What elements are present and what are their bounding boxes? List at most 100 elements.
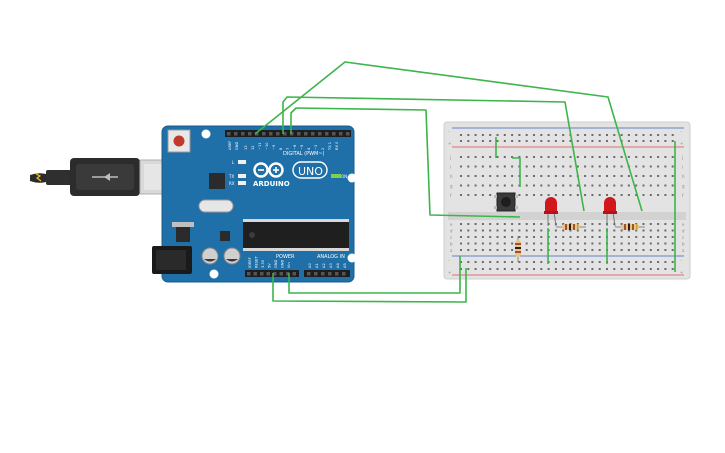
- breadboard-hole[interactable]: [474, 140, 477, 142]
- breadboard-hole[interactable]: [474, 165, 477, 168]
- breadboard-hole[interactable]: [664, 229, 667, 232]
- breadboard-hole[interactable]: [584, 134, 587, 136]
- breadboard-hole[interactable]: [481, 261, 484, 263]
- breadboard-hole[interactable]: [598, 249, 601, 251]
- breadboard-hole[interactable]: [474, 156, 477, 158]
- breadboard-hole[interactable]: [467, 268, 470, 270]
- breadboard-hole[interactable]: [569, 175, 572, 177]
- breadboard-hole[interactable]: [591, 229, 594, 232]
- header-pin[interactable]: [318, 132, 322, 136]
- breadboard-hole[interactable]: [584, 223, 587, 225]
- header-pin[interactable]: [248, 132, 252, 136]
- breadboard-hole[interactable]: [533, 184, 535, 187]
- breadboard-hole[interactable]: [511, 249, 514, 251]
- breadboard-hole[interactable]: [518, 194, 521, 196]
- breadboard-hole[interactable]: [554, 175, 557, 177]
- breadboard-hole[interactable]: [591, 194, 594, 196]
- breadboard-hole[interactable]: [511, 156, 514, 158]
- breadboard-hole[interactable]: [511, 229, 514, 232]
- breadboard-hole[interactable]: [576, 140, 579, 142]
- breadboard-hole[interactable]: [481, 268, 484, 270]
- breadboard-hole[interactable]: [554, 261, 557, 263]
- breadboard-hole[interactable]: [598, 194, 601, 196]
- breadboard-hole[interactable]: [642, 134, 645, 136]
- breadboard-hole[interactable]: [671, 165, 674, 168]
- breadboard-hole[interactable]: [540, 249, 543, 251]
- breadboard-hole[interactable]: [467, 223, 470, 225]
- breadboard-hole[interactable]: [627, 184, 630, 187]
- breadboard-hole[interactable]: [664, 249, 667, 251]
- breadboard-hole[interactable]: [489, 268, 492, 270]
- breadboard-hole[interactable]: [657, 165, 660, 168]
- breadboard-hole[interactable]: [562, 156, 565, 158]
- breadboard-hole[interactable]: [576, 229, 579, 232]
- breadboard-hole[interactable]: [635, 156, 638, 158]
- breadboard-hole[interactable]: [496, 242, 499, 245]
- header-pin[interactable]: [260, 272, 264, 276]
- breadboard-hole[interactable]: [649, 156, 652, 158]
- breadboard-hole[interactable]: [649, 140, 652, 142]
- header-pin[interactable]: [255, 132, 259, 136]
- header-pin[interactable]: [321, 272, 325, 276]
- breadboard-hole[interactable]: [613, 194, 616, 196]
- breadboard-hole[interactable]: [489, 223, 492, 225]
- breadboard-hole[interactable]: [489, 184, 492, 187]
- breadboard-hole[interactable]: [671, 242, 674, 245]
- breadboard-hole[interactable]: [518, 134, 521, 136]
- breadboard-hole[interactable]: [642, 184, 645, 187]
- breadboard-hole[interactable]: [620, 134, 623, 136]
- breadboard-hole[interactable]: [598, 229, 601, 232]
- breadboard-hole[interactable]: [489, 249, 492, 251]
- breadboard-hole[interactable]: [496, 156, 499, 158]
- breadboard-hole[interactable]: [671, 223, 674, 225]
- breadboard-hole[interactable]: [606, 140, 608, 142]
- breadboard-hole[interactable]: [460, 242, 462, 245]
- breadboard-hole[interactable]: [467, 242, 470, 245]
- breadboard-hole[interactable]: [554, 165, 557, 168]
- breadboard-hole[interactable]: [613, 175, 616, 177]
- breadboard-hole[interactable]: [467, 165, 470, 168]
- breadboard-hole[interactable]: [525, 223, 528, 225]
- breadboard-hole[interactable]: [511, 175, 514, 177]
- breadboard-hole[interactable]: [584, 268, 587, 270]
- breadboard-hole[interactable]: [533, 242, 535, 245]
- breadboard-hole[interactable]: [460, 249, 462, 251]
- breadboard-hole[interactable]: [540, 165, 543, 168]
- breadboard-hole[interactable]: [584, 236, 587, 238]
- breadboard-hole[interactable]: [664, 223, 667, 225]
- breadboard-hole[interactable]: [671, 175, 674, 177]
- breadboard-hole[interactable]: [503, 236, 506, 238]
- breadboard-hole[interactable]: [489, 175, 492, 177]
- breadboard-hole[interactable]: [474, 175, 477, 177]
- breadboard-hole[interactable]: [657, 223, 660, 225]
- breadboard-hole[interactable]: [635, 261, 638, 263]
- breadboard-hole[interactable]: [671, 261, 674, 263]
- breadboard-hole[interactable]: [562, 268, 565, 270]
- header-pin[interactable]: [227, 132, 231, 136]
- breadboard-hole[interactable]: [467, 184, 470, 187]
- header-pin[interactable]: [342, 272, 346, 276]
- breadboard-hole[interactable]: [649, 249, 652, 251]
- breadboard-hole[interactable]: [503, 261, 506, 263]
- breadboard-hole[interactable]: [518, 236, 521, 238]
- breadboard-hole[interactable]: [642, 249, 645, 251]
- breadboard-hole[interactable]: [584, 249, 587, 251]
- breadboard-hole[interactable]: [591, 242, 594, 245]
- breadboard-hole[interactable]: [503, 156, 506, 158]
- breadboard-hole[interactable]: [540, 261, 543, 263]
- header-pin[interactable]: [346, 132, 350, 136]
- breadboard-hole[interactable]: [642, 140, 645, 142]
- header-pin[interactable]: [247, 272, 251, 276]
- breadboard-hole[interactable]: [562, 223, 565, 225]
- breadboard-hole[interactable]: [533, 261, 535, 263]
- header-pin[interactable]: [332, 132, 336, 136]
- breadboard-hole[interactable]: [503, 175, 506, 177]
- breadboard-hole[interactable]: [460, 175, 462, 177]
- breadboard-hole[interactable]: [598, 165, 601, 168]
- breadboard-hole[interactable]: [606, 184, 608, 187]
- breadboard-hole[interactable]: [562, 165, 565, 168]
- breadboard-hole[interactable]: [591, 261, 594, 263]
- breadboard-hole[interactable]: [569, 156, 572, 158]
- breadboard-hole[interactable]: [649, 184, 652, 187]
- breadboard-hole[interactable]: [467, 175, 470, 177]
